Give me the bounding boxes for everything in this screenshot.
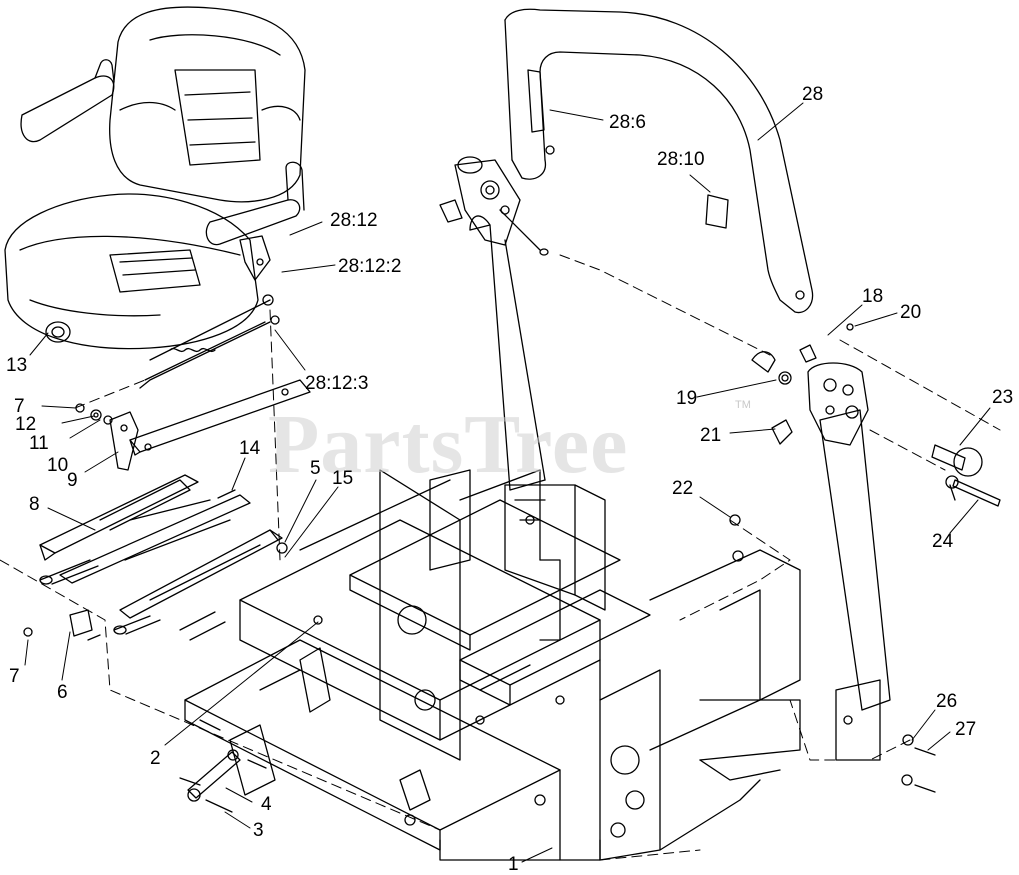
- callout-labels: 1 2 3 4 5 6 7 7 8 9 10 11 12 13 14 15 18…: [6, 84, 1013, 875]
- rops-pin: [931, 444, 1001, 507]
- callout-21: 21: [700, 425, 721, 446]
- callout-28: 28: [802, 84, 823, 105]
- rops-right-pivot: [751, 323, 869, 446]
- callout-11: 11: [29, 433, 49, 454]
- watermark-text: PartsTree: [268, 398, 628, 491]
- callout-23: 23: [992, 387, 1013, 408]
- callout-3: 3: [253, 820, 264, 841]
- callout-28-12-2: 28:12:2: [338, 256, 401, 277]
- callout-5: 5: [310, 458, 321, 479]
- watermark-trademark: TM: [735, 399, 751, 411]
- callout-12: 12: [15, 414, 36, 435]
- callout-10: 10: [47, 455, 68, 476]
- callout-2: 2: [150, 748, 161, 769]
- callout-18: 18: [862, 286, 883, 307]
- seat-slide-rails: [23, 474, 288, 641]
- seat-mount-plate: [75, 379, 311, 471]
- callout-19: 19: [676, 388, 697, 409]
- callout-28-12-3: 28:12:3: [305, 373, 368, 394]
- fasteners: [729, 484, 956, 793]
- callout-13: 13: [6, 355, 27, 376]
- seat-assembly: [4, 6, 306, 389]
- callout-14: 14: [239, 438, 261, 459]
- callout-1: 1: [508, 854, 519, 875]
- callout-7-top: 7: [14, 396, 25, 417]
- assembly-lines: [0, 254, 1001, 861]
- callout-8: 8: [29, 494, 40, 515]
- callout-22: 22: [672, 478, 693, 499]
- callout-24: 24: [932, 531, 954, 552]
- leader-lines: [24, 102, 991, 863]
- roll-bar: [469, 8, 891, 761]
- main-frame: [184, 469, 801, 861]
- callout-20: 20: [900, 302, 921, 323]
- callout-28-10: 28:10: [657, 149, 705, 170]
- rops-left-pivot: [439, 156, 549, 256]
- callout-6: 6: [57, 682, 68, 703]
- callout-28-6: 28:6: [609, 112, 646, 133]
- callout-7-bottom: 7: [9, 666, 20, 687]
- callout-28-12: 28:12: [330, 210, 378, 231]
- callout-27: 27: [955, 719, 976, 740]
- callout-4: 4: [261, 794, 272, 815]
- callout-26: 26: [936, 691, 957, 712]
- callout-9: 9: [67, 470, 78, 491]
- lower-hardware: [179, 749, 267, 813]
- callout-15: 15: [332, 468, 353, 489]
